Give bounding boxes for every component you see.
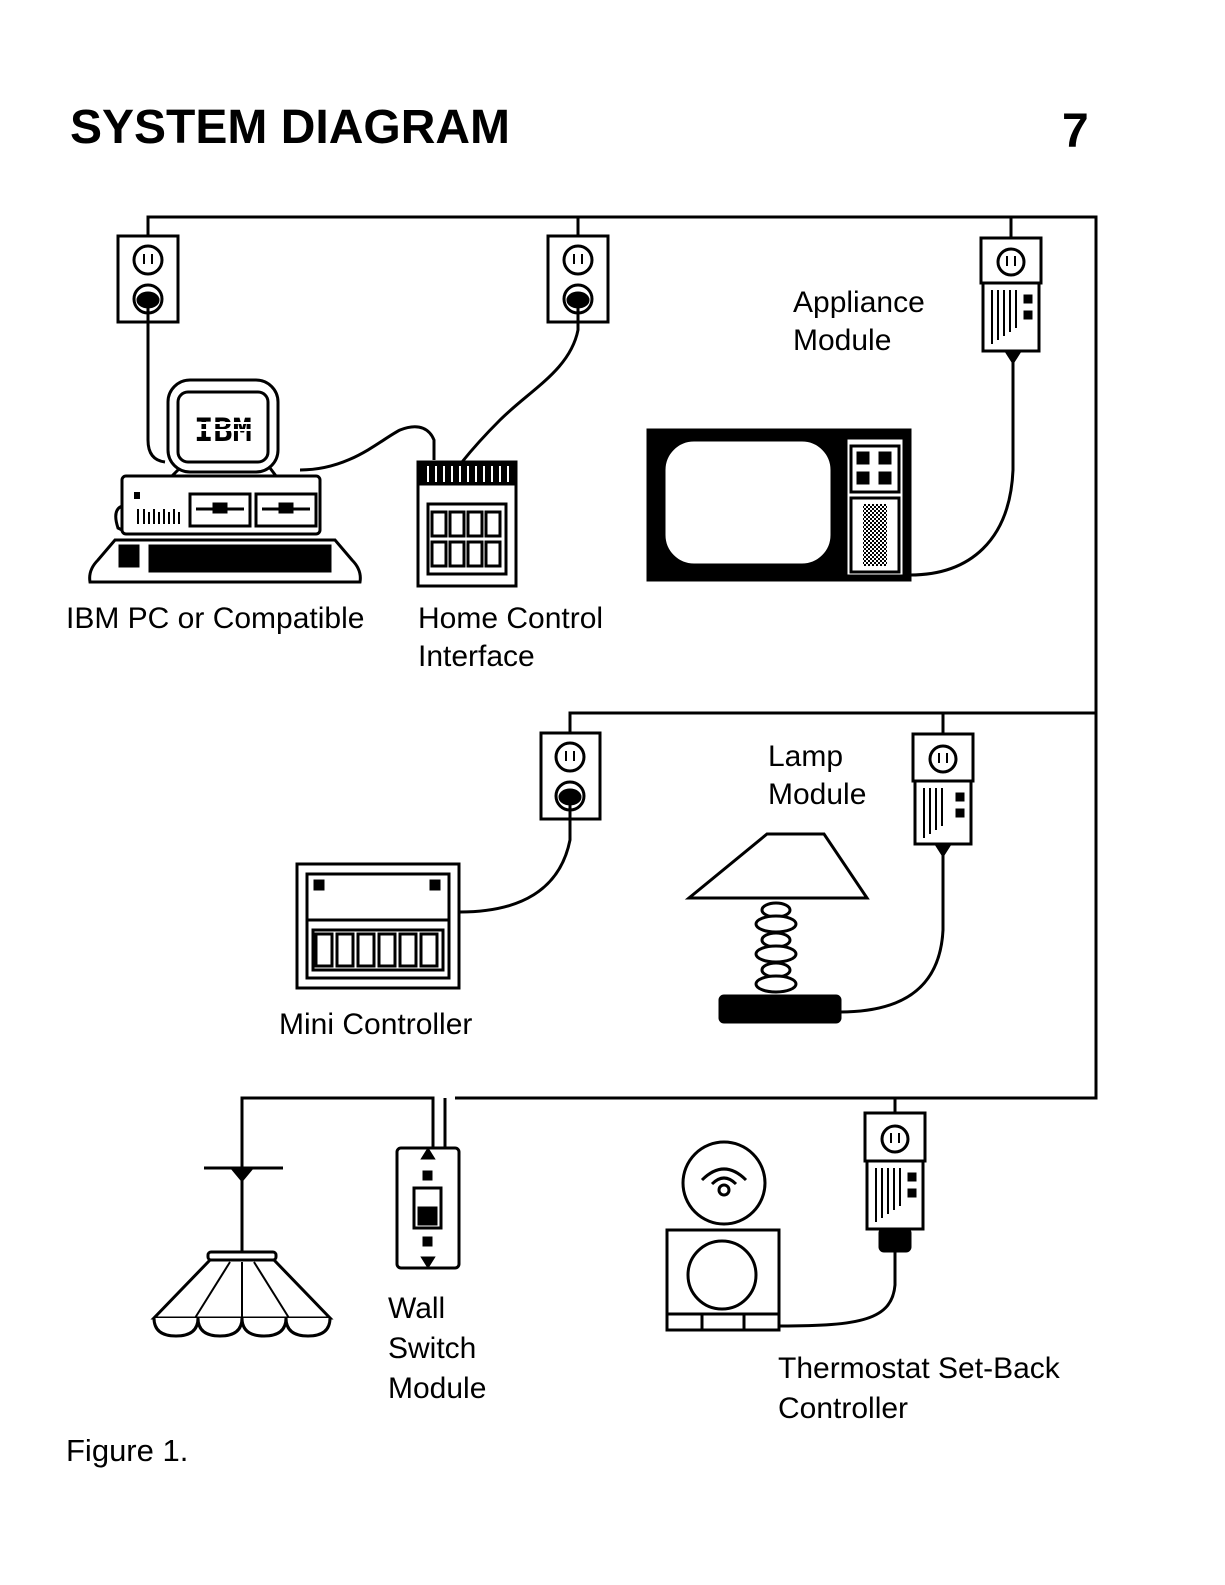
mini-controller-illustration [297, 864, 459, 988]
wall-switch-label-line2: Switch [388, 1330, 476, 1368]
thermostat-label-line2: Controller [778, 1390, 908, 1428]
lamp-module-illustration [913, 734, 973, 855]
home-control-label-line1: Home Control [418, 600, 603, 638]
wall-switch-label-line3: Module [388, 1370, 486, 1408]
thermostat-illustration [667, 1142, 779, 1330]
ibm-pc-label: IBM PC or Compatible [66, 600, 364, 638]
appliance-module-label-line2: Module [793, 322, 891, 360]
appliance-module-illustration [981, 238, 1041, 362]
wall-switch-label-line1: Wall [388, 1290, 445, 1328]
home-control-label-line2: Interface [418, 638, 535, 676]
thermostat-label-line1: Thermostat Set-Back [778, 1350, 1060, 1388]
wall-switch-module-illustration [397, 1148, 459, 1268]
ceiling-lamp-illustration [154, 1160, 330, 1336]
ibm-pc-illustration: IBM [90, 380, 361, 582]
setback-module-illustration [865, 1113, 925, 1251]
appliance-module-label-line1: Appliance [793, 284, 925, 322]
table-lamp-illustration [689, 834, 867, 1022]
lamp-module-label-line1: Lamp [768, 738, 843, 776]
mini-controller-label: Mini Controller [279, 1006, 472, 1044]
figure-caption: Figure 1. [66, 1433, 188, 1469]
lamp-module-label-line2: Module [768, 776, 866, 814]
home-control-interface-illustration [418, 462, 516, 586]
television-illustration [648, 430, 910, 580]
